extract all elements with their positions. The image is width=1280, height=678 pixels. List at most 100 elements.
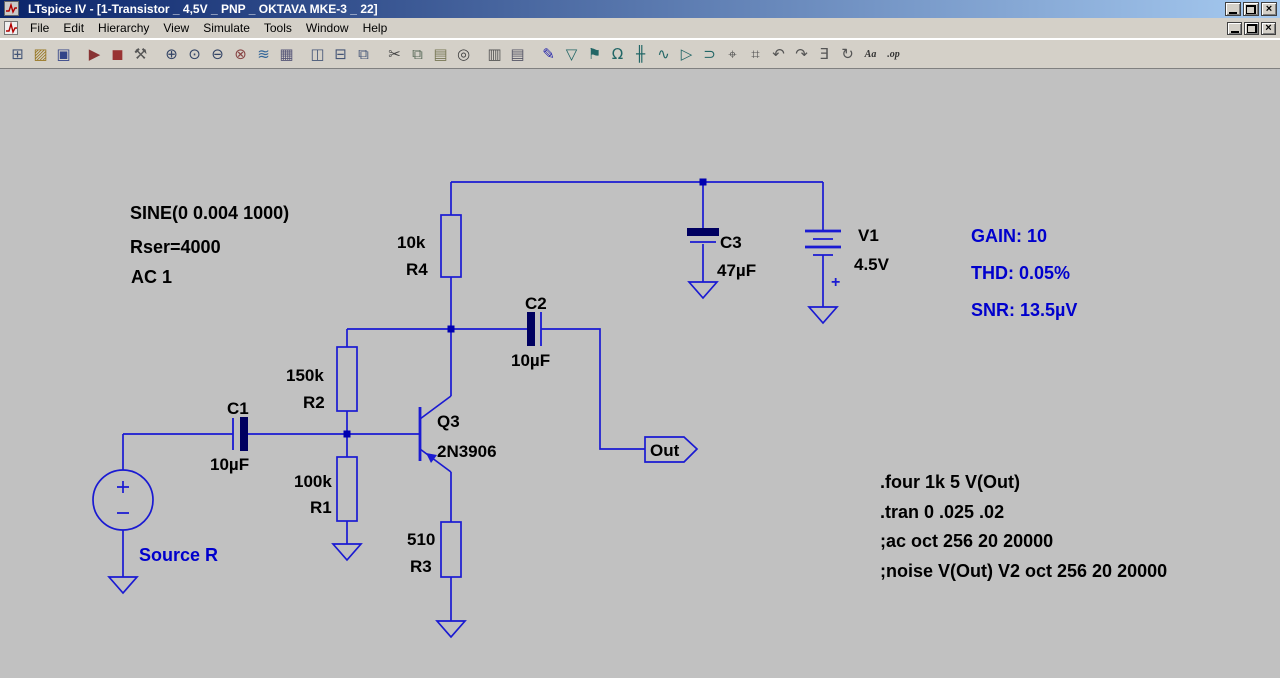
directive-line[interactable]: .four 1k 5 V(Out): [880, 472, 1020, 492]
directive-line[interactable]: .tran 0 .025 .02: [880, 502, 1004, 522]
paste-icon[interactable]: ▤: [433, 45, 448, 63]
component-ref[interactable]: R2: [303, 393, 325, 412]
menu-item-edit[interactable]: Edit: [63, 21, 85, 35]
capacitor-C3[interactable]: C3 47µF: [687, 228, 756, 280]
place-component-icon[interactable]: ⊃: [703, 45, 716, 63]
menu-item-window[interactable]: Window: [305, 21, 349, 35]
source-comment[interactable]: Source R: [139, 545, 218, 565]
place-text-icon[interactable]: Aa: [864, 48, 877, 60]
mdi-close-button[interactable]: ×: [1261, 21, 1276, 35]
cut-icon[interactable]: ✂: [388, 45, 401, 63]
undo-icon[interactable]: ↶: [772, 45, 785, 63]
minimize-button[interactable]: [1225, 2, 1241, 16]
menu-item-hierarchy[interactable]: Hierarchy: [98, 21, 150, 35]
menu-item-view[interactable]: View: [163, 21, 190, 35]
transistor-Q3[interactable]: Q3 2N3906: [418, 395, 497, 473]
document-icon[interactable]: [3, 20, 20, 36]
run-icon[interactable]: ▶: [88, 45, 101, 63]
resistor-R3[interactable]: 510 R3: [407, 521, 462, 578]
save-icon[interactable]: ▣: [56, 45, 71, 63]
component-ref[interactable]: R4: [406, 260, 428, 279]
cascade-icon[interactable]: ⧉: [358, 45, 369, 63]
directive-line[interactable]: ;noise V(Out) V2 oct 256 20 20000: [880, 561, 1167, 581]
schematic-canvas[interactable]: Source R SINE(0 0.004 1000) Rser=4000 AC…: [0, 69, 1280, 678]
comment-line[interactable]: GAIN: 10: [971, 226, 1047, 246]
restore-button[interactable]: [1243, 2, 1259, 16]
wires[interactable]: [122, 181, 824, 621]
component-ref[interactable]: C1: [227, 399, 249, 418]
component-ref[interactable]: C2: [525, 294, 547, 313]
zoom-back-icon[interactable]: ⊙: [188, 45, 201, 63]
resistor-R2[interactable]: 150k R2: [286, 346, 358, 412]
sine-param-line[interactable]: AC 1: [131, 267, 172, 287]
menu-item-help[interactable]: Help: [362, 21, 388, 35]
sine-parameters[interactable]: SINE(0 0.004 1000) Rser=4000 AC 1: [130, 203, 289, 287]
comment-line[interactable]: SNR: 13.5µV: [971, 300, 1077, 320]
waveform-pane-icon[interactable]: ≋: [257, 45, 270, 63]
ground-icon[interactable]: [807, 306, 839, 325]
mdi-restore-button[interactable]: [1244, 21, 1259, 35]
menu-item-simulate[interactable]: Simulate: [203, 21, 250, 35]
component-ref[interactable]: R1: [310, 498, 332, 517]
battery-V1[interactable]: + V1 4.5V: [805, 226, 890, 291]
zoom-full-extents-icon[interactable]: ⊗: [234, 45, 247, 63]
copy-icon[interactable]: ⧉: [412, 45, 423, 63]
place-diode-icon[interactable]: ▷: [680, 45, 693, 63]
component-ref[interactable]: R3: [410, 557, 432, 576]
halt-icon[interactable]: ◼: [111, 45, 124, 63]
component-value[interactable]: 47µF: [717, 261, 756, 280]
component-ref[interactable]: V1: [858, 226, 879, 245]
zoom-area-icon[interactable]: ⊕: [165, 45, 178, 63]
grid-icon[interactable]: ▦: [279, 45, 294, 63]
capacitor-C2[interactable]: C2 10µF: [511, 294, 550, 370]
mdi-minimize-button[interactable]: [1227, 21, 1242, 35]
move-icon[interactable]: ⌖: [728, 45, 737, 63]
ground-icon[interactable]: [331, 543, 363, 562]
capacitor-C1[interactable]: C1 10µF: [210, 399, 249, 474]
component-ref[interactable]: Q3: [437, 412, 460, 431]
net-label-icon[interactable]: ⚑: [587, 45, 602, 63]
drag-icon[interactable]: ⌗: [751, 45, 760, 63]
component-ref[interactable]: C3: [720, 233, 742, 252]
place-capacitor-icon[interactable]: ╫: [635, 45, 646, 63]
directive-line[interactable]: ;ac oct 256 20 20000: [880, 531, 1053, 551]
component-value[interactable]: 10µF: [511, 351, 550, 370]
close-button[interactable]: ×: [1261, 2, 1277, 16]
control-panel-icon[interactable]: ⚒: [133, 45, 148, 63]
find-icon[interactable]: ◎: [456, 45, 471, 63]
ground-icon[interactable]: [107, 576, 139, 595]
spice-directive-icon[interactable]: .op: [887, 48, 900, 60]
open-icon[interactable]: ▨: [33, 45, 48, 63]
component-value[interactable]: 510: [407, 530, 435, 549]
sine-param-line[interactable]: Rser=4000: [130, 237, 221, 257]
component-value[interactable]: 4.5V: [854, 255, 890, 274]
wire[interactable]: [541, 328, 645, 450]
draw-wire-icon[interactable]: ✎: [542, 45, 555, 63]
place-inductor-icon[interactable]: ∿: [657, 45, 670, 63]
menu-item-file[interactable]: File: [30, 21, 50, 35]
tile-horizontal-icon[interactable]: ⊟: [334, 45, 347, 63]
resistor-R4[interactable]: 10k R4: [397, 214, 462, 279]
out-port[interactable]: Out: [644, 436, 699, 463]
rotate-icon[interactable]: ↻: [841, 45, 854, 63]
signal-source[interactable]: [92, 469, 154, 531]
zoom-out-icon[interactable]: ⊖: [211, 45, 224, 63]
component-value[interactable]: 150k: [286, 366, 324, 385]
comment-line[interactable]: THD: 0.05%: [971, 263, 1070, 283]
sine-param-line[interactable]: SINE(0 0.004 1000): [130, 203, 289, 223]
component-value[interactable]: 2N3906: [437, 442, 497, 461]
component-value[interactable]: 10µF: [210, 455, 249, 474]
ground-icon[interactable]: [687, 281, 719, 300]
resistor-R1[interactable]: 100k R1: [294, 456, 358, 522]
print-icon[interactable]: ▤: [510, 45, 525, 63]
mirror-icon[interactable]: Ǝ: [819, 45, 830, 63]
port-label[interactable]: Out: [650, 441, 680, 460]
ground-icon[interactable]: [435, 620, 467, 639]
tile-vertical-icon[interactable]: ◫: [310, 45, 325, 63]
print-setup-icon[interactable]: ▥: [487, 45, 502, 63]
redo-icon[interactable]: ↷: [795, 45, 808, 63]
place-ground-icon[interactable]: ▽: [565, 45, 578, 63]
new-schematic-icon[interactable]: ⊞: [11, 45, 24, 63]
result-comments[interactable]: GAIN: 10 THD: 0.05% SNR: 13.5µV: [971, 226, 1077, 320]
spice-directives[interactable]: .four 1k 5 V(Out) .tran 0 .025 .02 ;ac o…: [880, 472, 1167, 581]
